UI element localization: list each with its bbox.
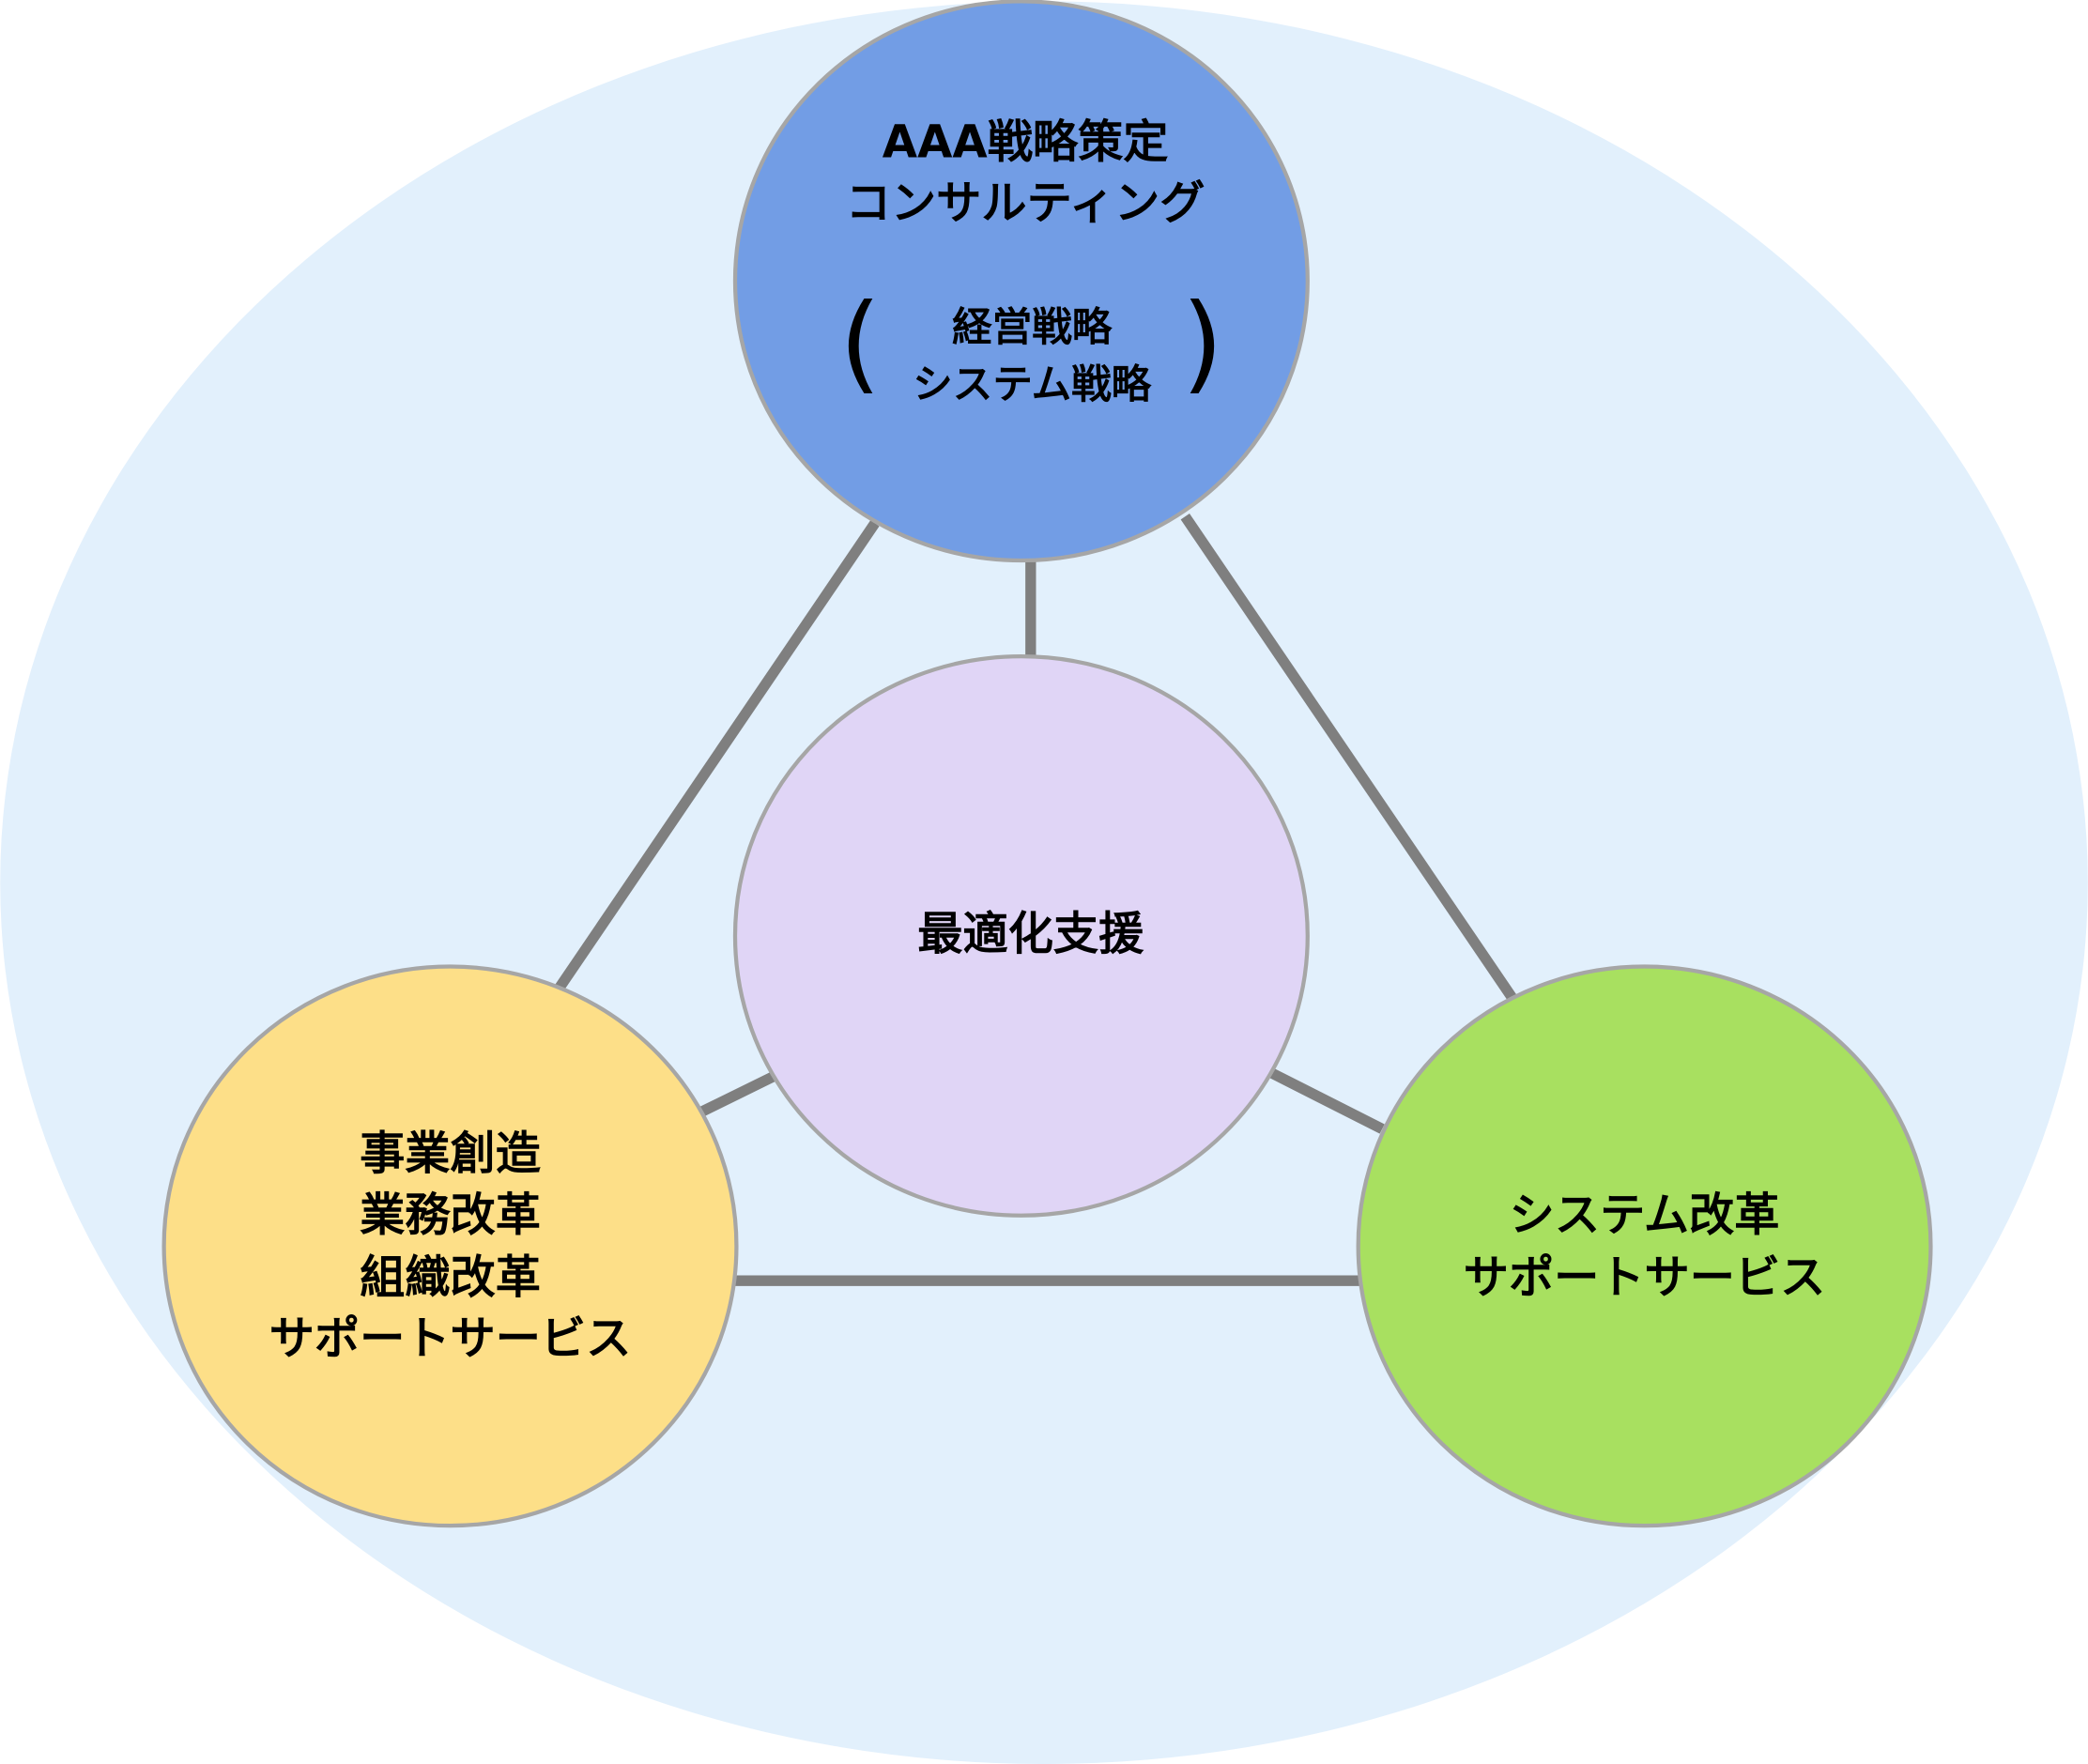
node-label-line: サポートサービス bbox=[269, 1312, 632, 1365]
node-circle bbox=[732, 0, 1310, 563]
node-label: 最適化支援 bbox=[917, 908, 1144, 960]
node-label-line: 事業創造 bbox=[360, 1127, 542, 1180]
node-label-line: システム改革 bbox=[1510, 1189, 1780, 1241]
node-sub-line: 経営戦略 bbox=[952, 305, 1113, 351]
connector-center-left bbox=[699, 1070, 778, 1117]
node-label-line: サポートサービス bbox=[1464, 1251, 1826, 1304]
connector-center-right bbox=[1268, 1067, 1385, 1134]
node-business-reform: 事業創造 業務改革 組織改革 サポートサービス bbox=[161, 964, 739, 1528]
node-sub-line: システム戦略 bbox=[913, 362, 1152, 408]
node-strategy-consulting: AAA戦略策定 コンサルティング ( ) 経営戦略 システム戦略 bbox=[732, 0, 1310, 563]
node-circle bbox=[161, 964, 739, 1528]
paren-close: ) bbox=[1182, 281, 1223, 405]
node-system-reform: システム改革 サポートサービス bbox=[1356, 964, 1933, 1528]
node-title-line: AAA戦略策定 bbox=[883, 115, 1169, 168]
node-title-line: コンサルティング bbox=[846, 177, 1205, 230]
node-circle bbox=[1356, 964, 1933, 1528]
node-label-line: 業務改革 bbox=[360, 1189, 541, 1241]
node-optimization-support: 最適化支援 bbox=[732, 654, 1310, 1218]
connector-top-right bbox=[1180, 514, 1517, 1002]
paren-open: ( bbox=[839, 281, 881, 405]
node-label-line: 組織改革 bbox=[360, 1251, 541, 1304]
node-circle bbox=[732, 654, 1310, 1218]
connector-top-left bbox=[555, 520, 880, 991]
